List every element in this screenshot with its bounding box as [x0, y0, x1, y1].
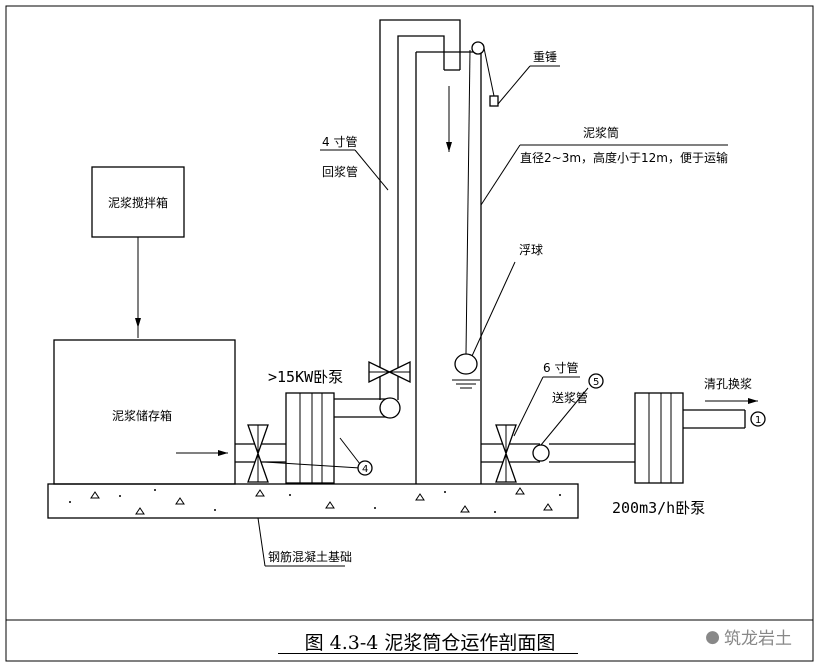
return-pipe-4in — [379, 19, 461, 400]
concrete-foundation — [47, 483, 579, 519]
foundation-leader — [257, 517, 266, 567]
storage-box — [53, 339, 236, 485]
mark5-label: 5 — [593, 377, 599, 388]
pipe4-name-label: 回浆管 — [322, 164, 358, 179]
figure-frame — [5, 5, 814, 662]
foundation-label: 钢筋混凝土基础 — [268, 549, 352, 564]
weight-label: 重锤 — [533, 49, 557, 64]
outlet-pipe — [683, 409, 746, 429]
float-ball — [454, 353, 478, 375]
return-pipe-valve — [368, 360, 411, 384]
silo-name-label: 泥浆筒 — [583, 125, 619, 140]
clean-slurry-label: 清孔换浆 — [704, 376, 752, 391]
pipe6-leader — [513, 376, 544, 437]
float-rope — [465, 49, 471, 355]
mark1-circle — [750, 411, 766, 427]
figure-caption: 图 4.3-4 泥浆筒仓运作剖面图 — [304, 632, 556, 654]
wechat-icon: ● — [705, 626, 720, 647]
counter-weight — [489, 95, 499, 107]
mud-silo — [415, 51, 482, 484]
mark1-label: 1 — [755, 415, 761, 426]
mark4-leader — [339, 437, 361, 465]
mark5-circle — [588, 373, 604, 389]
pipe6-size-label: 6 寸管 — [543, 360, 578, 375]
weight-rope — [483, 47, 495, 97]
pipe6-name-label: 送浆管 — [552, 390, 588, 405]
pump-200 — [634, 392, 684, 484]
return-pipe-outlet — [334, 397, 401, 419]
right-gate-valve — [495, 424, 517, 483]
pump200-label: 200m3/h卧泵 — [612, 499, 705, 517]
storage-label: 泥浆储存箱 — [112, 408, 172, 423]
float-label: 浮球 — [519, 243, 543, 257]
silo-leader — [480, 144, 521, 206]
watermark: ● 筑龙岩土 — [705, 624, 792, 650]
pump15-label: >15KW卧泵 — [268, 368, 343, 386]
silo-spec-label: 直径2~3m，高度小于12m，便于运输 — [520, 150, 728, 165]
pump-15kw — [285, 392, 335, 484]
pipe4-size-label: 4 寸管 — [322, 134, 357, 149]
caption-underline — [278, 653, 578, 654]
pulley — [471, 41, 485, 55]
weight-leader — [497, 65, 531, 105]
mark4-label: 4 — [362, 464, 368, 475]
delivery-pipe-6in — [481, 443, 635, 463]
mixer-label: 泥浆搅拌箱 — [108, 195, 168, 210]
float-leader — [471, 261, 516, 357]
mark4-circle — [357, 460, 373, 476]
pipe4-leader — [354, 149, 389, 191]
left-gate-valve — [247, 424, 269, 483]
watermark-text: 筑龙岩土 — [724, 629, 792, 649]
